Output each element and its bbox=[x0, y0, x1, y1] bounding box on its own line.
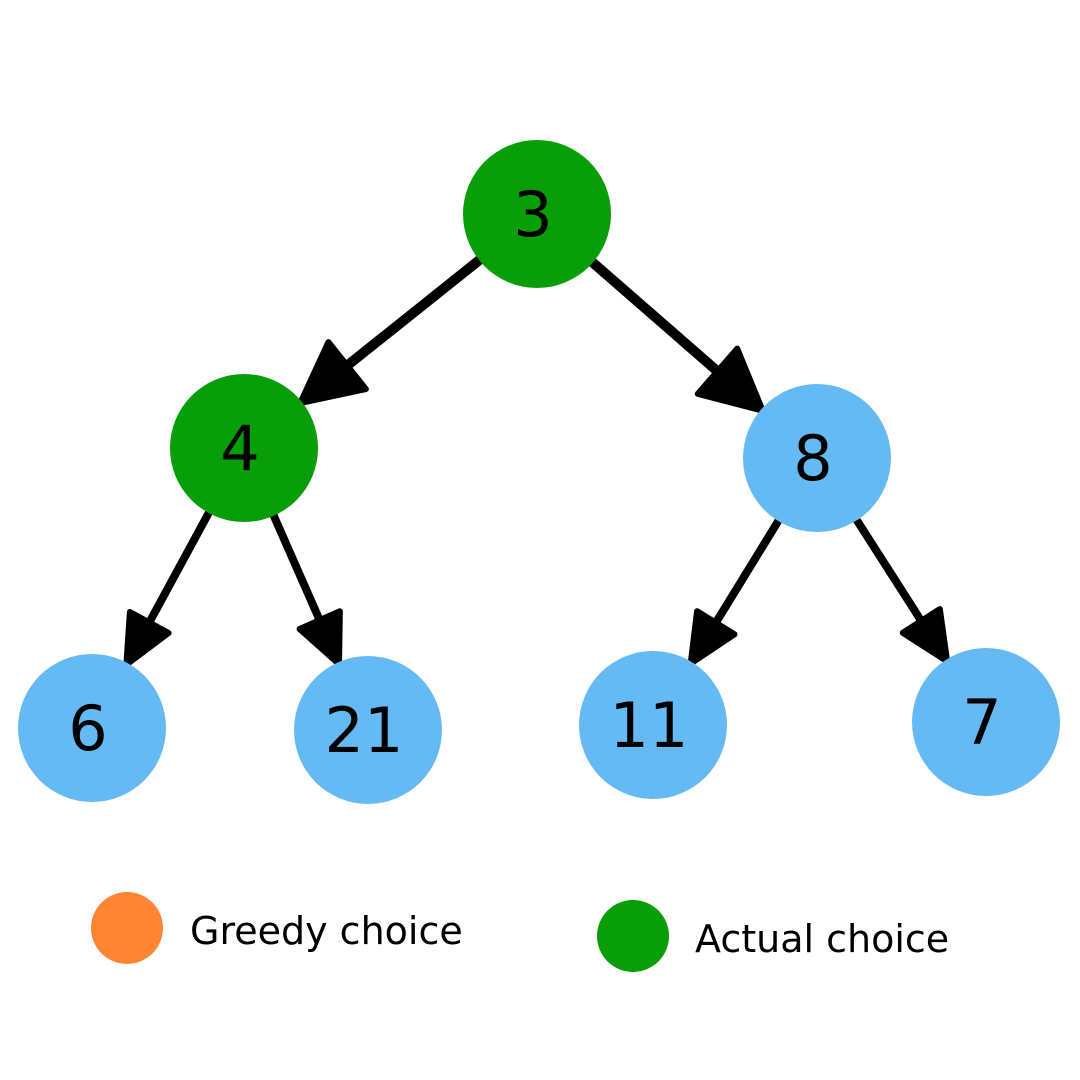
node-label: 11 bbox=[610, 689, 689, 762]
node-circle bbox=[743, 384, 891, 532]
edge-line bbox=[268, 510, 326, 628]
edge-line bbox=[709, 515, 784, 630]
edge-n4-n21 bbox=[268, 510, 343, 668]
edge-n4-n6 bbox=[123, 507, 215, 668]
legend-greedy-swatch bbox=[91, 892, 163, 964]
node-circle bbox=[18, 654, 166, 802]
arrowhead bbox=[694, 345, 766, 414]
node-circle bbox=[912, 648, 1060, 796]
tree-node-11: 11 bbox=[579, 651, 727, 799]
arrowhead bbox=[899, 606, 951, 665]
legend-greedy-label: Greedy choice bbox=[190, 909, 463, 953]
edge-line bbox=[339, 253, 486, 374]
node-label: 7 bbox=[962, 686, 1001, 759]
nodes: 3 4 8 6 21 11 7 bbox=[18, 140, 1060, 804]
node-circle bbox=[579, 651, 727, 799]
tree-node-21: 21 bbox=[294, 656, 442, 804]
legend-actual-swatch bbox=[597, 900, 669, 972]
arrowhead bbox=[297, 339, 369, 407]
node-circle bbox=[294, 656, 442, 804]
tree-node-7: 7 bbox=[912, 648, 1060, 796]
node-circle bbox=[463, 140, 611, 288]
edge-n8-n7 bbox=[851, 514, 951, 665]
tree-node-6: 6 bbox=[18, 654, 166, 802]
node-circle bbox=[170, 374, 318, 522]
node-label: 4 bbox=[220, 412, 259, 485]
tree-node-8: 8 bbox=[743, 384, 891, 532]
edges bbox=[123, 253, 951, 668]
arrowhead bbox=[687, 608, 738, 667]
edge-line bbox=[142, 507, 215, 630]
legend-actual-label: Actual choice bbox=[695, 917, 949, 961]
tree-node-4: 4 bbox=[170, 374, 318, 522]
arrowhead bbox=[296, 608, 343, 668]
node-label: 3 bbox=[513, 178, 552, 251]
edge-n3-n8 bbox=[586, 256, 766, 414]
node-label: 21 bbox=[325, 694, 404, 767]
edge-line bbox=[851, 514, 928, 629]
tree-node-3: 3 bbox=[463, 140, 611, 288]
edge-n8-n11 bbox=[687, 515, 784, 667]
edge-line bbox=[586, 256, 726, 379]
arrowhead bbox=[123, 609, 172, 668]
edge-n3-n4 bbox=[297, 253, 486, 407]
node-label: 6 bbox=[68, 692, 107, 765]
legend: Greedy choice Actual choice bbox=[91, 892, 949, 972]
node-label: 8 bbox=[793, 422, 832, 495]
